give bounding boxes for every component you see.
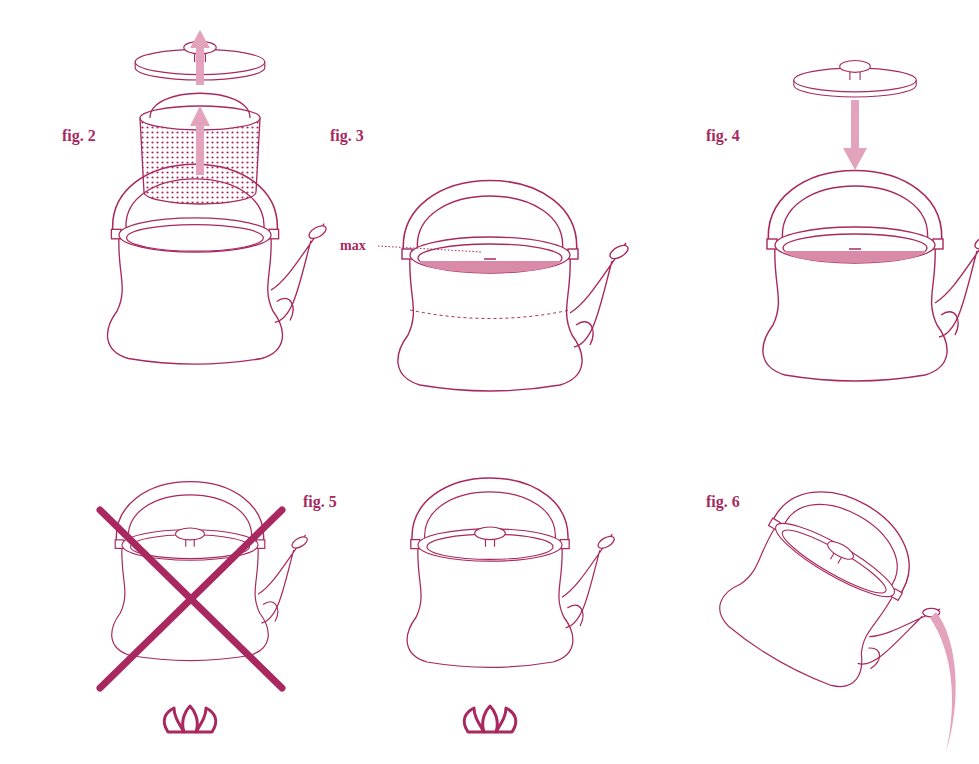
figure-number: fig. 5 (303, 494, 337, 510)
figure-number: fig. 4 (706, 128, 740, 144)
figure-number: fig. 3 (330, 128, 364, 144)
figure-number: fig. 2 (62, 128, 96, 144)
level-mark: max (340, 239, 366, 253)
figure-number: fig. 6 (706, 494, 740, 510)
